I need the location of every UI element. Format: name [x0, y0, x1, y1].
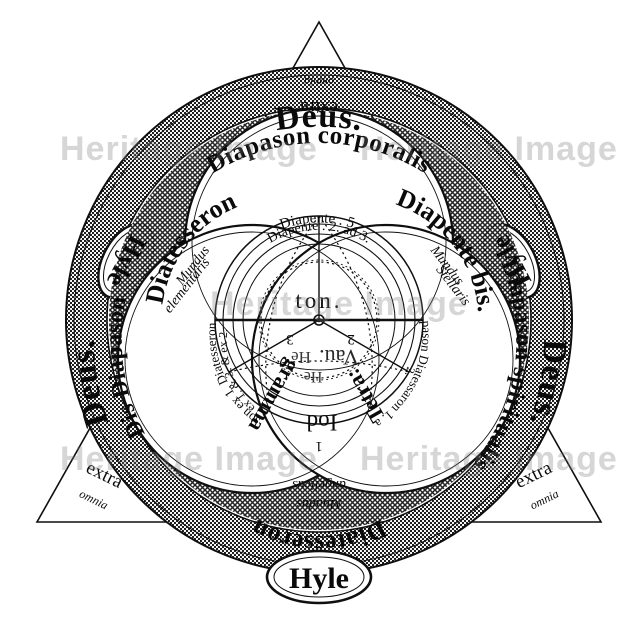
numeral-2: 2 [347, 331, 355, 347]
center-dot [313, 314, 325, 326]
hyle-oval-bottom [265, 549, 373, 605]
numeral-3: 3 [286, 331, 294, 347]
letter-he-upper: He [291, 348, 311, 367]
radial-spokes [228, 216, 410, 373]
center-ton-label: ton. [295, 288, 342, 313]
dotted-vesica-curves [228, 215, 410, 401]
apex-omnia: omnia [304, 75, 334, 89]
hyle-label-bottom: Hyle [289, 562, 349, 595]
apex-extra: extra [299, 97, 338, 118]
center-dot-fill [316, 317, 322, 323]
deus-top-text: Deus. [273, 98, 365, 139]
mundus-angelicus-line1: Mundus [296, 496, 343, 511]
letter-vau: Vau. [319, 345, 359, 370]
triangle-apex-text: omnia extra [299, 75, 338, 118]
numeral-1: 1 [315, 438, 323, 454]
letter-he-lower: He [304, 368, 323, 385]
deus-label-top: Deus. [273, 98, 366, 139]
mundus-angelicus-line2: angelicus [292, 477, 346, 492]
letter-iod: Iod [306, 410, 337, 435]
mundus-angelicus-label: Mundus angelicus [292, 477, 346, 511]
